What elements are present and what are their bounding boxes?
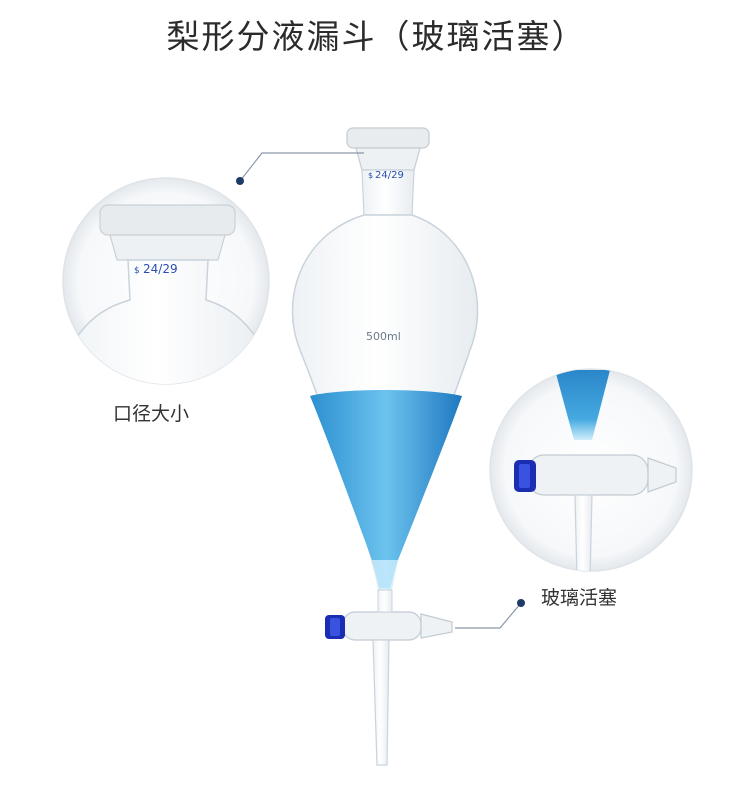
- joint-symbol: $: [368, 171, 373, 180]
- capacity-marking: 500ml: [366, 330, 401, 343]
- glass-stopcock: [325, 611, 453, 641]
- neck-zoom-circle: $ 24/29: [62, 177, 270, 385]
- stopcock-zoom-circle: [489, 368, 693, 572]
- zoom-joint-symbol: $: [134, 266, 140, 276]
- callout-neck: [236, 152, 364, 185]
- callout-stopcock: [455, 599, 525, 629]
- glass-stopper: [346, 127, 430, 171]
- separatory-funnel: 24/29 $ 500ml: [291, 127, 479, 766]
- stopcock-label: 玻璃活塞: [541, 587, 618, 609]
- joint-size-marking: 24/29: [375, 170, 404, 181]
- blue-liquid: [310, 390, 462, 588]
- funnel-stem: [372, 639, 390, 766]
- neck-size-label: 口径大小: [113, 403, 190, 425]
- zoom-joint-size: 24/29: [143, 262, 178, 276]
- page-title: 梨形分液漏斗（玻璃活塞）: [166, 17, 587, 56]
